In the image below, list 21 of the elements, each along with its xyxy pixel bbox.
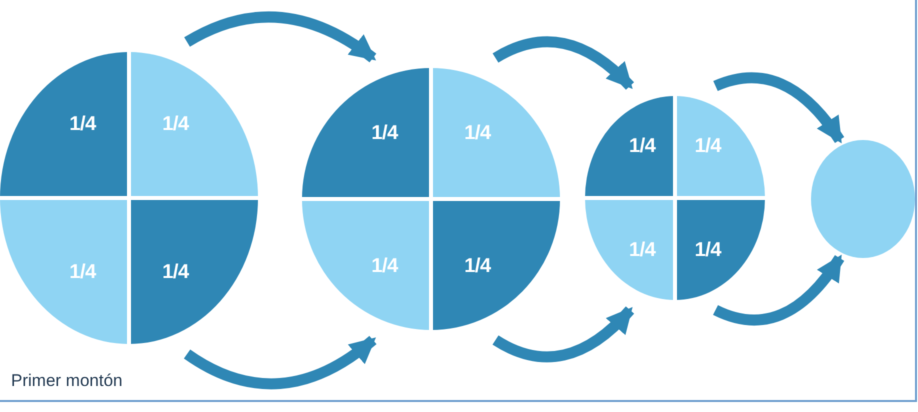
fraction-label: 1/4 bbox=[162, 112, 190, 137]
curved-arrow bbox=[184, 12, 376, 62]
curved-arrow bbox=[714, 72, 844, 144]
fraction-label: 1/4 bbox=[694, 238, 722, 263]
fraction-label: 1/4 bbox=[162, 260, 190, 285]
fraction-label: 1/4 bbox=[464, 120, 492, 146]
caption-text: Primer montón bbox=[11, 370, 122, 392]
curved-arrow bbox=[184, 336, 376, 390]
fraction-label: 1/4 bbox=[694, 134, 722, 159]
fraction-label: 1/4 bbox=[628, 238, 656, 263]
fraction-label: 1/4 bbox=[68, 260, 96, 285]
fraction-label: 1/4 bbox=[68, 112, 96, 137]
curved-arrow bbox=[492, 306, 634, 362]
curved-arrow bbox=[713, 254, 844, 326]
fraction-label: 1/4 bbox=[370, 120, 398, 146]
fraction-label: 1/4 bbox=[370, 254, 398, 278]
quarter-segment bbox=[0, 52, 127, 196]
quarter-segment bbox=[0, 200, 127, 344]
curved-arrow bbox=[492, 36, 634, 90]
fraction-label: 1/4 bbox=[628, 134, 656, 159]
fraction-label: 1/4 bbox=[464, 254, 492, 278]
